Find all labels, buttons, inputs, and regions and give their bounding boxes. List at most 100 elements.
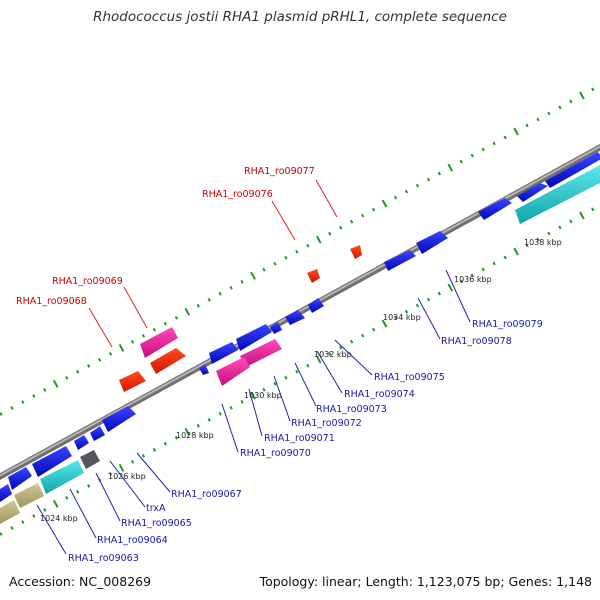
scale-label: 1026 kbp (108, 472, 146, 481)
scale-tick (503, 135, 507, 140)
scale-tick (591, 207, 595, 212)
gene-arrow[interactable] (236, 324, 272, 351)
gene-arrow-red[interactable] (119, 371, 146, 392)
gene-arrow[interactable] (517, 183, 548, 202)
scale-tick (184, 427, 191, 436)
scale-tick (21, 520, 25, 524)
gene-label: RHA1_ro09079 (472, 319, 543, 330)
scale-label: 1024 kbp (40, 514, 78, 523)
scale-tick (295, 369, 299, 374)
scale-tick (393, 315, 398, 320)
leader-line (445, 269, 471, 323)
scale-label: 1036 kbp (454, 275, 492, 284)
gene-arrow[interactable] (416, 231, 448, 254)
scale-tick (43, 388, 47, 392)
scale-tick (350, 339, 354, 344)
gene-label: RHA1_ro09067 (171, 489, 242, 500)
scale-tick (547, 111, 551, 116)
gene-arrow[interactable] (384, 250, 416, 271)
gene-feature-pink[interactable] (140, 327, 178, 358)
leader-line (334, 339, 373, 376)
scale-tick (32, 394, 36, 398)
leader-line (271, 200, 296, 241)
scale-tick (76, 490, 80, 494)
gene-arrow[interactable] (209, 342, 238, 364)
scale-tick (558, 105, 562, 110)
scale-tick (273, 381, 277, 386)
scale-tick (273, 261, 277, 266)
gene-label: RHA1_ro09065 (121, 518, 192, 529)
scale-tick (65, 496, 69, 500)
scale-tick (218, 291, 222, 296)
scale-tick (130, 340, 135, 344)
gene-arrow-red[interactable] (350, 245, 362, 259)
scale-tick (591, 87, 595, 92)
scale-tick (295, 249, 299, 254)
scale-tick (558, 225, 562, 230)
scale-tick (426, 177, 431, 182)
gene-arrow[interactable] (32, 446, 72, 477)
scale-tick (174, 315, 178, 320)
gene-label: RHA1_ro09076 (202, 189, 273, 200)
scale-tick (481, 267, 485, 272)
gene-label: RHA1_ro09078 (441, 336, 512, 347)
scale-tick (284, 375, 288, 380)
scale-tick (240, 399, 244, 404)
leader-line (95, 472, 121, 522)
gene-feature-khaki[interactable] (14, 483, 44, 508)
scale-tick (97, 358, 102, 362)
gene-arrow[interactable] (102, 406, 136, 432)
gene-feature-pink[interactable] (240, 339, 282, 367)
gene-arrow[interactable] (308, 298, 324, 313)
sequence-backbone-highlight (0, 145, 600, 477)
scale-label: 1038 kbp (524, 238, 562, 247)
accession-label: Accession: NC_008269 (9, 574, 152, 589)
scale-tick (513, 127, 519, 136)
scale-tick (108, 352, 113, 356)
gene-arrow[interactable] (74, 435, 89, 450)
gene-arrow[interactable] (199, 364, 209, 375)
gene-arrow[interactable] (285, 310, 305, 325)
scale-label: 1034 kbp (383, 313, 421, 322)
gene-arrow[interactable] (90, 426, 105, 441)
scale-tick (569, 99, 573, 104)
scale-tick (0, 412, 3, 416)
scale-tick (381, 199, 388, 208)
gene-arrow[interactable] (270, 322, 282, 334)
gene-arrow-red[interactable] (150, 348, 186, 374)
scale-tick (339, 225, 343, 230)
scale-tick (87, 364, 91, 368)
scale-tick (163, 441, 167, 446)
gene-feature-gray[interactable] (80, 450, 100, 469)
scale-tick (43, 508, 47, 512)
gene-arrow[interactable] (478, 198, 512, 220)
scale-tick (207, 297, 211, 302)
scale-label: 1030 kbp (244, 391, 282, 400)
scale-tick (415, 183, 420, 188)
scale-tick (328, 351, 332, 356)
gene-arrow[interactable] (545, 152, 600, 188)
gene-arrow[interactable] (0, 484, 12, 502)
leader-line (136, 452, 171, 493)
scale-tick (229, 285, 233, 290)
scale-tick (371, 327, 376, 332)
gene-label: RHA1_ro09077 (244, 166, 315, 177)
scale-tick (492, 261, 496, 266)
leader-line (36, 504, 67, 555)
scale-tick (361, 213, 365, 218)
gene-feature-cyan[interactable] (515, 165, 600, 224)
scale-label: 1028 kbp (176, 431, 214, 440)
gene-feature-pink[interactable] (216, 357, 250, 386)
scale-tick (196, 303, 200, 308)
gene-label: RHA1_ro09071 (264, 433, 335, 444)
scale-tick (229, 405, 233, 410)
gene-feature-cyan[interactable] (40, 460, 84, 494)
scale-tick (447, 283, 454, 292)
gene-feature-khaki[interactable] (0, 500, 20, 524)
leader-line (221, 403, 239, 453)
scale-tick (87, 484, 91, 488)
scale-label: 1032 kbp (314, 350, 352, 359)
gene-arrow[interactable] (8, 467, 32, 490)
scale-tick (284, 255, 288, 260)
gene-arrow-red[interactable] (307, 269, 320, 283)
